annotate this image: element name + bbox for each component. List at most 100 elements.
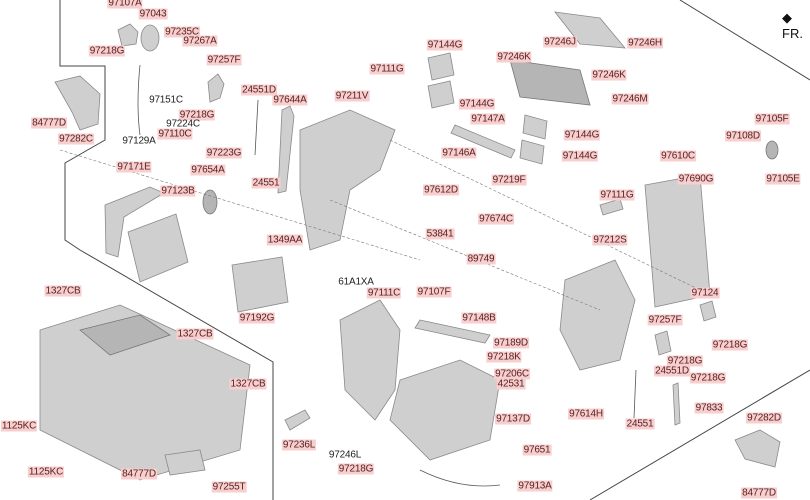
part-label[interactable]: 97189D — [493, 337, 529, 349]
part-label[interactable]: 97246J — [543, 36, 577, 48]
part-label[interactable]: 97257F — [206, 54, 242, 66]
part-label[interactable]: 1327CB — [176, 328, 214, 340]
part-label[interactable]: 1349AA — [266, 234, 304, 246]
part-label[interactable]: 97144G — [561, 150, 599, 162]
part-label[interactable]: 84777D — [121, 468, 157, 480]
part-label[interactable]: 97192G — [238, 312, 276, 324]
part-label[interactable]: 1327CB — [44, 285, 82, 297]
duct-part — [54, 75, 101, 131]
part-label[interactable]: 97674C — [478, 213, 514, 225]
part-label[interactable]: 97107F — [416, 286, 452, 298]
part-label[interactable]: 97223G — [205, 147, 243, 159]
part-label[interactable]: 97246K — [496, 51, 532, 63]
pipe-part — [104, 186, 165, 258]
part-label[interactable]: 97255T — [211, 481, 247, 493]
hvac-unit — [39, 304, 251, 481]
part-label[interactable]: 84777D — [31, 117, 67, 129]
part-label[interactable]: 97151C — [149, 94, 183, 106]
part-label[interactable]: 97219F — [491, 174, 527, 186]
part-label[interactable]: 97218G — [711, 339, 749, 351]
part-label[interactable]: 1327CB — [229, 378, 267, 390]
part-label[interactable]: 89749 — [466, 253, 496, 265]
part-label[interactable]: 97224C — [166, 118, 200, 130]
part-label[interactable]: 97144G — [426, 39, 464, 51]
front-label: FR. — [782, 26, 803, 41]
part-label[interactable]: 97913A — [517, 480, 553, 492]
part-label[interactable]: 97651 — [522, 444, 552, 456]
part-label[interactable]: 97614H — [568, 408, 604, 420]
part-label[interactable]: 24551D — [241, 84, 277, 96]
part-label[interactable]: 97267A — [182, 35, 218, 47]
part-label[interactable]: 1125KC — [0, 420, 38, 432]
part-label[interactable]: 97144G — [563, 129, 601, 141]
part-label[interactable]: 97218G — [88, 45, 126, 57]
part-label[interactable]: 24551 — [251, 177, 281, 189]
part-label[interactable]: 42531 — [496, 378, 526, 390]
part-label[interactable]: 97129A — [122, 135, 156, 147]
part-label[interactable]: 97105F — [754, 113, 790, 125]
ptc-heater — [231, 256, 289, 313]
part-label[interactable]: 24551D — [654, 365, 690, 377]
part-label[interactable]: 97146A — [441, 147, 477, 159]
resistor-part — [164, 449, 206, 476]
part-label[interactable]: 97612D — [423, 184, 459, 196]
actuator-part — [117, 23, 139, 47]
part-label[interactable]: 97123B — [160, 185, 196, 197]
duct-part — [734, 429, 781, 468]
part-label[interactable]: 97108D — [725, 130, 761, 142]
grommet-part — [202, 189, 218, 215]
heater-core — [127, 213, 189, 283]
part-label[interactable]: 97206C — [494, 368, 530, 380]
part-label[interactable]: 97282D — [746, 412, 782, 424]
part-label[interactable]: 97246K — [591, 69, 627, 81]
part-label[interactable]: 97137D — [495, 413, 531, 425]
part-label[interactable]: 97644A — [272, 94, 308, 106]
part-label[interactable]: 97105E — [765, 173, 801, 185]
part-label[interactable]: 97107A — [107, 0, 143, 9]
lower-case — [389, 359, 501, 461]
part-label[interactable]: 97171E — [116, 161, 152, 173]
part-label[interactable]: 97043 — [138, 8, 168, 20]
part-label[interactable]: 97218G — [337, 463, 375, 475]
part-label[interactable]: 97218G — [689, 372, 727, 384]
section-borders — [59, 0, 810, 500]
part-label[interactable]: 97111C — [366, 287, 402, 299]
part-label[interactable]: 84777D — [741, 487, 777, 499]
housing-right-part — [559, 259, 636, 371]
seal-frame-top — [554, 11, 626, 49]
part-label[interactable]: 97218G — [178, 109, 216, 121]
part-label[interactable]: 97282C — [58, 133, 94, 145]
part-label[interactable]: 97218G — [666, 355, 704, 367]
part-label[interactable]: 97833 — [694, 402, 724, 414]
housing-left-part — [299, 109, 396, 251]
part-label[interactable]: 97147A — [470, 113, 506, 125]
part-label[interactable]: 53841 — [425, 228, 455, 240]
actuator-part — [207, 73, 225, 103]
part-label[interactable]: 97111G — [369, 63, 405, 75]
part-label[interactable]: 61A1XA — [338, 276, 374, 288]
part-label[interactable]: 97246H — [627, 37, 663, 49]
part-label[interactable]: 1125KC — [27, 466, 65, 478]
part-label[interactable]: 97212S — [592, 234, 628, 246]
part-label[interactable]: 97690G — [677, 173, 715, 185]
part-label[interactable]: 97148B — [461, 312, 497, 324]
part-label[interactable]: 97110C — [157, 128, 193, 140]
part-label[interactable]: 97610C — [660, 150, 696, 162]
part-label[interactable]: 97235C — [164, 26, 200, 38]
part-label[interactable]: 97144G — [458, 98, 496, 110]
motor-part — [140, 24, 160, 52]
part-label[interactable]: 97246L — [328, 449, 362, 461]
bracket-part — [414, 319, 491, 344]
shaft-part — [450, 124, 516, 159]
part-label[interactable]: 97236L — [281, 439, 317, 451]
part-label[interactable]: 97218K — [486, 351, 522, 363]
part-label[interactable]: 97211V — [334, 90, 370, 102]
part-label[interactable]: 97124 — [690, 287, 720, 299]
part-label[interactable]: 97246M — [611, 93, 649, 105]
part-label[interactable]: 24551 — [625, 418, 655, 430]
part-label[interactable]: 97111G — [599, 189, 635, 201]
part-label[interactable]: 97257F — [647, 314, 683, 326]
part-label[interactable]: 97654A — [190, 164, 226, 176]
